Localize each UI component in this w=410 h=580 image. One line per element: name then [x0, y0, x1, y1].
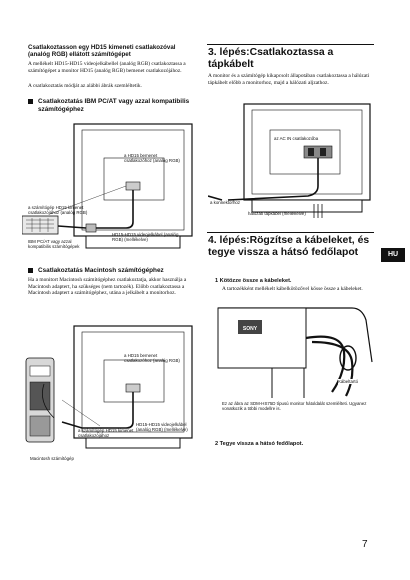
power-connection-diagram	[208, 103, 371, 218]
video-cable	[96, 190, 134, 229]
step4-item1-title: 1 Kötözze össze a kábeleket.	[215, 278, 292, 284]
pc-cable	[57, 225, 87, 229]
mac-tower-panel	[29, 365, 51, 377]
connector-panel	[103, 359, 165, 403]
intro-body: A mellékelt HD15-HD15 videojelkábellel (…	[28, 61, 186, 74]
monitor-inner-outline	[81, 129, 185, 231]
power-label-ac-in: az AC IN csatlakozóba	[274, 136, 319, 141]
mac-label-pc: Macintosh számítógép	[30, 456, 74, 461]
label-cable-holder: Kábeltartó	[338, 379, 378, 385]
monitor-stand	[85, 235, 181, 249]
mac-tower-bay	[29, 415, 51, 437]
ibm-section-heading: Csatlakoztatás IBM PC/AT vagy azzal komp…	[28, 98, 200, 113]
step3-heading: 3. lépés:Csatlakoztassa a tápkábelt	[208, 47, 334, 70]
cable-b	[311, 340, 354, 397]
cable-holder-ring	[339, 345, 357, 371]
intro-note: A csatlakoztatás módját az alábbi ábrák …	[28, 83, 142, 89]
mac-tower-ports	[29, 381, 51, 411]
step4-top-rule	[207, 232, 374, 234]
step3-body: A monitor és a számítógép kikapcsolt áll…	[208, 73, 370, 86]
hd15-port	[125, 383, 141, 393]
page-number: 7	[362, 539, 368, 550]
power-label-outlet: a konnektorhoz	[210, 200, 241, 205]
bullet-square-icon	[28, 268, 33, 273]
connector-panel	[269, 129, 341, 175]
intro-heading: Csatlakoztasson egy HD15 kimeneti csatla…	[28, 44, 176, 59]
monitor-stand	[251, 199, 363, 213]
mac-label-hd15-in: a HD15 bemenet csatlakozóhoz (analóg RGB…	[124, 353, 180, 364]
step4-model-note: Ez az ábra az SDM-HS75D típusú monitor h…	[222, 401, 367, 412]
connector-panel	[103, 157, 165, 201]
monitor-inner-outline	[251, 109, 363, 195]
mac-connection-diagram	[25, 325, 193, 449]
mac-section-heading: Csatlakoztatás Macintosh számítógéphez	[28, 267, 200, 275]
ibm-label-cable: HD15-HD15 videojelkábel (analóg RGB) (me…	[112, 232, 179, 243]
monitor-back-panel	[217, 307, 307, 369]
power-cable	[227, 158, 319, 201]
cable-plug	[85, 223, 97, 233]
step4-item2-title: 2 Tegye vissza a hátsó fedőlapot.	[215, 441, 304, 447]
power-label-cable: hálózati tápkábel (mellékelve)	[248, 211, 306, 216]
monitor-back-curve	[218, 307, 373, 363]
pc-grid	[26, 218, 54, 232]
step3-top-rule	[207, 44, 374, 46]
mac-section-body: Ha a monitort Macintosh számítógéphez cs…	[28, 277, 187, 297]
ibm-label-pc-out: a számítógép HD15 kimenet csatlakozójáho…	[28, 205, 88, 216]
brand-badge	[238, 320, 262, 334]
step4-heading: 4. lépés:Rögzítse a kábeleket, és tegye …	[208, 235, 370, 258]
hd15-port	[125, 181, 141, 191]
brand-logo: SONY	[243, 326, 258, 332]
monitor-stand	[85, 437, 181, 449]
monitor-inner-outline	[81, 331, 185, 433]
language-side-tab: HU	[381, 248, 405, 262]
video-cable	[61, 392, 134, 429]
mac-label-pc-out: a számítógép HD15 kimenet csatlakozójáho…	[78, 428, 134, 439]
ibm-label-hd15-in: a HD15 bemenet csatlakozóhoz (analóg RGB…	[124, 153, 180, 164]
cable-holder-illustration: SONY	[217, 307, 373, 398]
ibm-label-pc: IBM PC/AT vagy azzal kompatibilis számít…	[28, 239, 80, 250]
ibm-connection-diagram	[22, 123, 193, 249]
mac-label-cable: HD15-HD15 videojelkábel (analóg RGB) (me…	[136, 422, 188, 433]
bullet-square-icon	[28, 99, 33, 104]
step4-item1-body: A tartozékként mellékelt kábelkötözővel …	[222, 286, 363, 292]
